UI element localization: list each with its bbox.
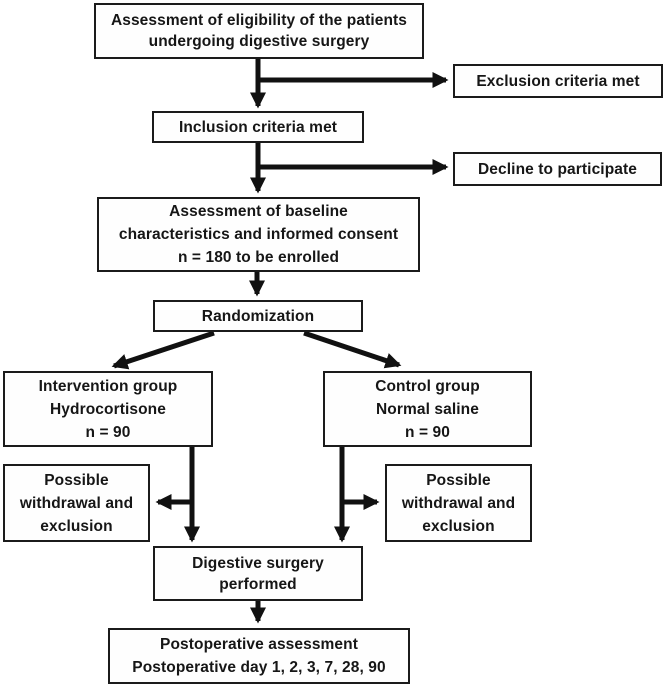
flow-box-baseline-assessment: Assessment of baseline characteristics a…	[97, 197, 420, 272]
flow-box-decline-to-participate: Decline to participate	[453, 152, 662, 186]
flow-box-digestive-surgery: Digestive surgery performed	[153, 546, 363, 601]
flow-box-withdrawal-exclusion-left: Possible withdrawal and exclusion	[3, 464, 150, 542]
flow-box-withdrawal-exclusion-right: Possible withdrawal and exclusion	[385, 464, 532, 542]
arrow-randomization-to-control	[303, 330, 402, 369]
flow-box-control-group: Control group Normal saline n = 90	[323, 371, 532, 447]
flow-box-postoperative-assessment: Postoperative assessment Postoperative d…	[108, 628, 410, 684]
flow-box-intervention-group: Intervention group Hydrocortisone n = 90	[3, 371, 213, 447]
flow-box-randomization: Randomization	[153, 300, 363, 332]
arrow-randomization-to-intervention	[111, 330, 215, 370]
flow-box-inclusion-criteria-met: Inclusion criteria met	[152, 111, 364, 143]
flow-box-exclusion-criteria-met: Exclusion criteria met	[453, 64, 663, 98]
flow-box-eligibility-assessment: Assessment of eligibility of the patient…	[94, 3, 424, 59]
